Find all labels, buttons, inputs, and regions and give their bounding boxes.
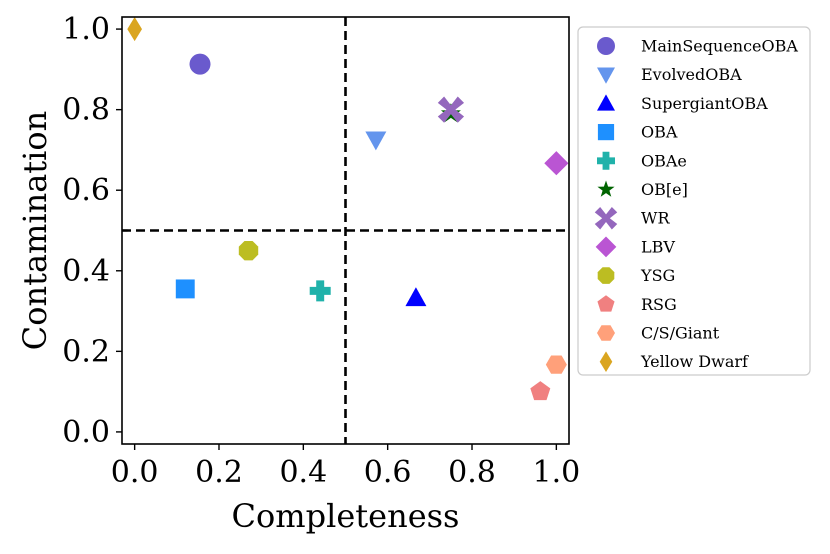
legend-marker xyxy=(597,295,615,312)
legend-label: OB[e] xyxy=(641,180,688,199)
legend-marker xyxy=(597,67,615,84)
legend-label: WR xyxy=(641,209,670,228)
x-tick-label: 0.0 xyxy=(111,455,159,490)
x-tick-label: 1.0 xyxy=(532,455,580,490)
x-tick-label: 0.2 xyxy=(195,455,243,490)
point-mainsequenceoba xyxy=(189,53,211,75)
reference-lines xyxy=(122,17,569,444)
legend-marker xyxy=(597,124,615,141)
point-rsg xyxy=(530,381,551,401)
point-supergiantoba xyxy=(405,287,427,307)
legend-marker xyxy=(597,94,615,111)
legend: MainSequenceOBA EvolvedOBA SupergiantOBA OB… xyxy=(577,26,811,376)
legend-marker xyxy=(594,206,618,230)
legend-label: RSG xyxy=(641,295,677,314)
y-tick-label: 0.4 xyxy=(62,254,110,289)
y-tick-label: 0.6 xyxy=(62,173,110,208)
data-points xyxy=(127,17,569,401)
point-oba xyxy=(175,279,195,299)
legend-label: C/S/Giant xyxy=(641,324,720,343)
legend-marker xyxy=(597,151,615,170)
point-wr xyxy=(437,96,465,123)
x-tick-label: 0.8 xyxy=(448,455,496,490)
legend-marker xyxy=(597,325,615,341)
x-axis-ticks: 0.0 0.2 0.4 0.6 0.8 1.0 xyxy=(111,444,580,490)
legend-marker xyxy=(597,180,615,197)
legend-marker xyxy=(597,37,615,55)
legend-label: EvolvedOBA xyxy=(641,65,742,84)
y-tick-label: 1.0 xyxy=(62,12,110,47)
y-axis-ticks: 0.0 0.2 0.4 0.6 0.8 1.0 xyxy=(62,12,122,450)
legend-label: LBV xyxy=(641,237,675,256)
point-lbv xyxy=(544,151,569,176)
point-obae xyxy=(309,280,331,302)
plot-frame xyxy=(121,16,570,445)
legend-label: OBAe xyxy=(641,151,687,170)
point-evolvedoba xyxy=(365,131,387,151)
legend-marker xyxy=(597,267,615,284)
legend-marker xyxy=(599,351,613,373)
legend-label: OBA xyxy=(641,123,678,142)
legend-label: Yellow Dwarf xyxy=(640,352,749,371)
y-tick-label: 0.2 xyxy=(62,334,110,369)
legend-marker xyxy=(595,236,617,258)
legend-box xyxy=(577,26,811,376)
legend-label: MainSequenceOBA xyxy=(641,37,798,56)
point-c-s-giant xyxy=(545,355,567,374)
point-yellow-dwarf xyxy=(127,17,143,42)
x-tick-label: 0.6 xyxy=(364,455,412,490)
y-axis-title: Contamination xyxy=(16,111,54,351)
point-ysg xyxy=(238,240,259,261)
x-axis-title: Completeness xyxy=(232,497,460,535)
y-tick-label: 0.8 xyxy=(62,93,110,128)
legend-label: YSG xyxy=(640,266,675,285)
legend-label: SupergiantOBA xyxy=(641,94,768,113)
x-tick-label: 0.4 xyxy=(279,455,327,490)
y-tick-label: 0.0 xyxy=(62,415,110,450)
